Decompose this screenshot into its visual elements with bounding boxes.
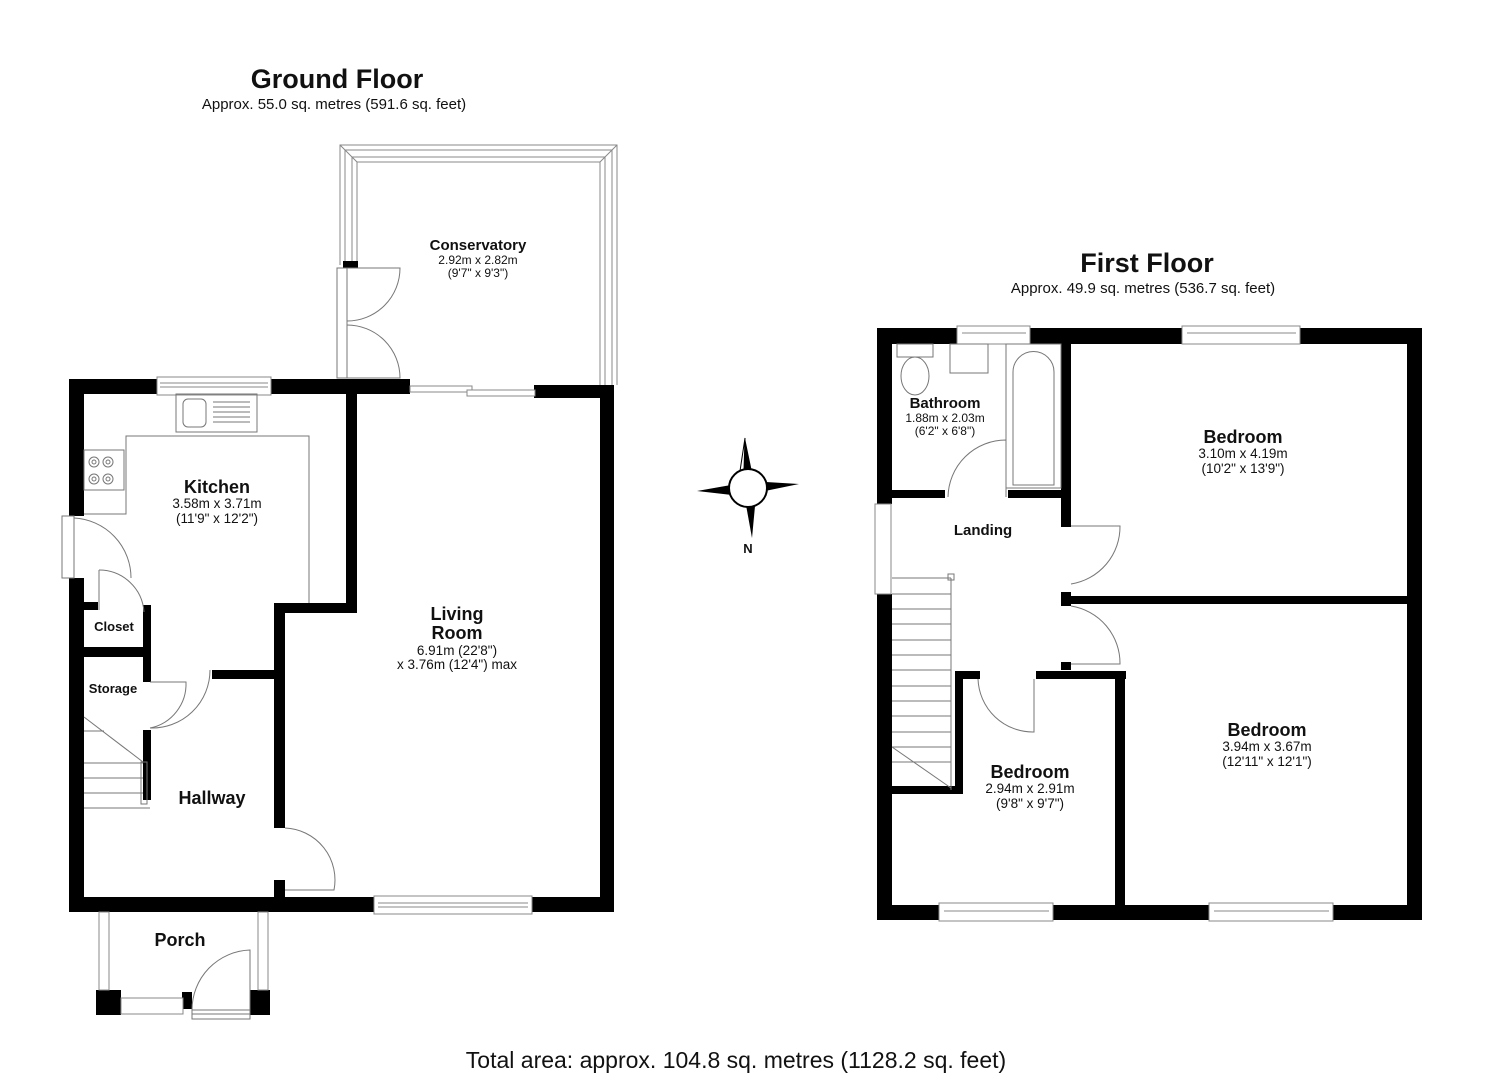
window [938, 902, 1054, 922]
room-name: Conservatory [429, 237, 527, 254]
room-dimensions-imperial: (9'7" x 9'3") [447, 266, 509, 281]
basin [949, 343, 989, 374]
room-name-line1: Living [430, 604, 484, 624]
doors [947, 439, 1121, 733]
room-label-porch: Porch [154, 930, 206, 950]
room-dimensions-metric: 1.88m x 2.03m [905, 411, 985, 426]
bath [1005, 343, 1062, 489]
room-dimensions-metric: 2.92m x 2.82m [438, 253, 518, 268]
room-label-bedroom-front-large: Bedroom 3.94m x 3.67m (12'11" x 12'1") [1222, 720, 1312, 770]
first-floor-walls [877, 328, 1422, 920]
room-label-landing: Landing [953, 522, 1013, 539]
room-label-bedroom-small: Bedroom 2.94m x 2.91m (9'8" x 9'7") [985, 762, 1075, 812]
room-name: Bathroom [909, 395, 981, 412]
window [956, 325, 1031, 345]
bathroom-fittings [896, 343, 1062, 489]
compass-north-label: N [743, 541, 753, 556]
conservatory-frame [339, 144, 618, 385]
doors [61, 515, 336, 1020]
windows [874, 325, 1334, 922]
window [1181, 325, 1301, 345]
window [120, 997, 184, 1015]
window [98, 911, 110, 991]
sliding-door [409, 385, 473, 393]
window [156, 376, 272, 396]
kitchen-fittings [83, 393, 310, 603]
room-dimensions-imperial: (10'2" x 13'9") [1201, 461, 1285, 477]
staircase [83, 716, 150, 809]
first-floor-title: First Floor [1080, 248, 1214, 278]
room-dimensions-line2: x 3.76m (12'4") max [397, 657, 517, 673]
room-name-line2: Room [431, 623, 483, 644]
room-dimensions-imperial: (12'11" x 12'1") [1222, 754, 1312, 770]
window [373, 895, 533, 915]
wall [343, 261, 358, 268]
room-dimensions-imperial: (11'9" x 12'2") [175, 511, 259, 527]
window [257, 911, 269, 991]
compass-rose-icon [697, 437, 799, 538]
room-label-bathroom: Bathroom 1.88m x 2.03m (6'2" x 6'8") [905, 395, 985, 439]
room-dimensions-metric: 3.10m x 4.19m [1198, 446, 1288, 462]
first-floor-plan [874, 325, 1422, 922]
room-label-living-room: Living Room 6.91m (22'8") x 3.76m (12'4"… [397, 604, 517, 673]
room-label-storage: Storage [88, 681, 138, 696]
window [874, 503, 892, 595]
room-label-kitchen: Kitchen 3.58m x 3.71m (11'9" x 12'2") [172, 477, 262, 527]
room-label-hallway: Hallway [178, 788, 246, 808]
room-label-conservatory: Conservatory 2.92m x 2.82m (9'7" x 9'3") [429, 237, 527, 281]
room-label-bedroom-rear: Bedroom 3.10m x 4.19m (10'2" x 13'9") [1198, 427, 1288, 477]
ground-floor-title: Ground Floor [250, 64, 424, 94]
staircase [891, 573, 955, 790]
window [1208, 902, 1334, 922]
toilet-cistern [896, 343, 934, 358]
room-name: Kitchen [183, 477, 251, 497]
total-area: Total area: approx. 104.8 sq. metres (11… [465, 1047, 1007, 1073]
ground-floor-walls [69, 379, 614, 1015]
room-dimensions-line1: 6.91m (22'8") [416, 642, 498, 658]
ground-floor-area: Approx. 55.0 sq. metres (591.6 sq. feet) [201, 96, 467, 113]
windows [98, 376, 536, 1015]
conservatory-double-door [336, 267, 401, 379]
first-floor-area: Approx. 49.9 sq. metres (536.7 sq. feet) [1010, 280, 1276, 297]
room-dimensions-imperial: (9'8" x 9'7") [995, 796, 1065, 812]
room-name: Bedroom [1203, 427, 1283, 447]
room-dimensions-metric: 2.94m x 2.91m [985, 781, 1075, 797]
hob [83, 449, 125, 491]
sink [175, 393, 258, 433]
toilet-bowl [900, 356, 930, 396]
room-label-closet: Closet [94, 619, 134, 634]
ground-floor-plan [61, 144, 618, 1020]
sliding-door [466, 389, 536, 397]
room-name: Bedroom [990, 762, 1070, 782]
room-name: Bedroom [1227, 720, 1307, 740]
room-dimensions-imperial: (6'2" x 6'8") [914, 424, 976, 439]
room-dimensions-metric: 3.94m x 3.67m [1222, 739, 1312, 755]
room-dimensions-metric: 3.58m x 3.71m [172, 496, 262, 512]
